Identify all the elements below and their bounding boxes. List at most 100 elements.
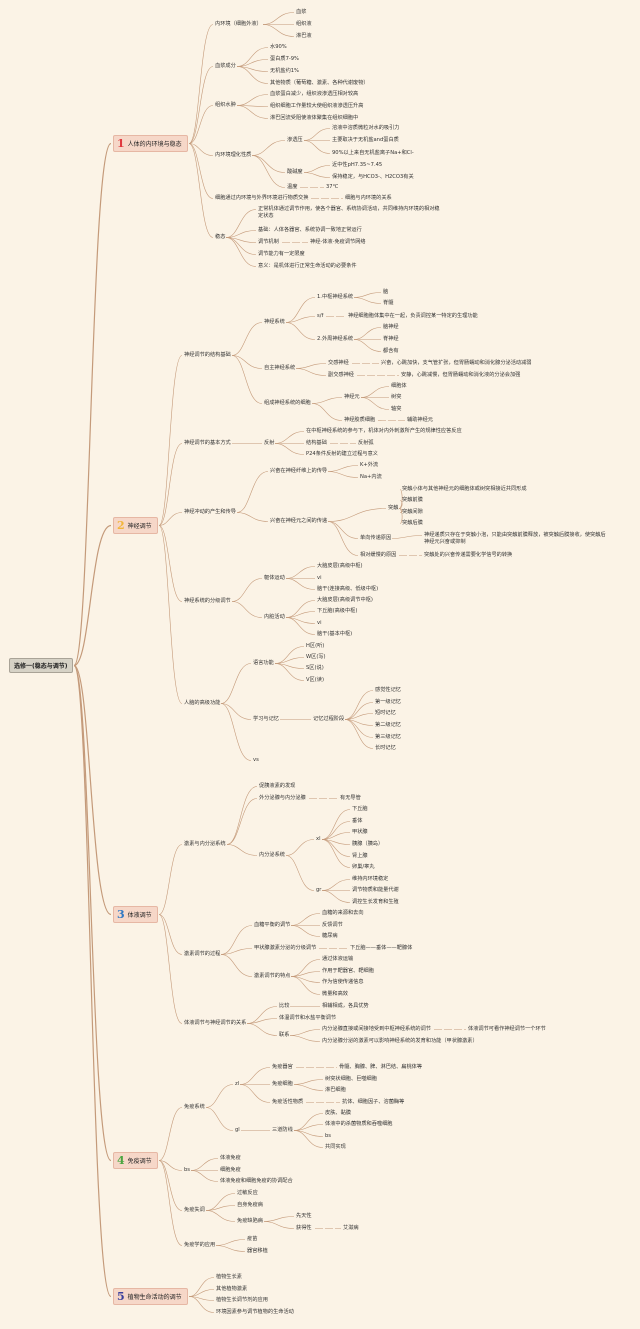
- topic-node[interactable]: K+外流: [360, 461, 379, 468]
- topic-node[interactable]: 蛋白质7-9%: [270, 55, 299, 62]
- topic-node[interactable]: 血浆: [296, 8, 307, 15]
- topic-node[interactable]: 相对缓慢的原因: [360, 551, 397, 558]
- topic-node[interactable]: 免疫缺陷病: [237, 1217, 263, 1224]
- topic-node[interactable]: 保持稳定，与HCO3-、H2CO3有关: [332, 173, 414, 180]
- topic-node[interactable]: 相辅相成，各具优势: [322, 1002, 369, 1009]
- topic-node[interactable]: 躯体运动: [264, 574, 285, 581]
- topic-node[interactable]: 甲状腺: [352, 828, 368, 835]
- topic-node[interactable]: 脊神经: [383, 335, 399, 342]
- topic-node[interactable]: 脑神经: [383, 323, 399, 330]
- topic-node[interactable]: 作为信使传递信息: [322, 978, 364, 985]
- topic-node[interactable]: 糖尿病: [322, 932, 338, 939]
- topic-node[interactable]: bs: [184, 1166, 190, 1173]
- topic-node[interactable]: 都含有: [383, 347, 399, 354]
- topic-node[interactable]: 内分泌系统: [259, 851, 285, 858]
- topic-node[interactable]: 轴突: [391, 405, 402, 412]
- topic-node[interactable]: 定状态: [258, 212, 274, 219]
- topic-node[interactable]: P24条件反射的建立过程与意义: [306, 450, 378, 457]
- topic-node[interactable]: 突触小体与其他神经元的细胞体或树突相接近共同形成: [402, 485, 527, 492]
- topic-node[interactable]: 激素调节的过程: [184, 950, 221, 957]
- topic-node[interactable]: 调节物质和能量代谢: [352, 886, 399, 893]
- topic-node[interactable]: 神经元兴奋或抑制: [424, 538, 466, 545]
- topic-node[interactable]: 先天性: [296, 1212, 312, 1219]
- topic-node[interactable]: 三道防线: [272, 1126, 293, 1133]
- topic-node[interactable]: bs: [325, 1132, 331, 1139]
- topic-node[interactable]: 淋巴液: [296, 32, 312, 39]
- topic-node[interactable]: 无机盐约1%: [270, 67, 299, 74]
- topic-node[interactable]: 通过体液运输: [322, 955, 354, 962]
- topic-node[interactable]: 树突状细胞、巨噬细胞: [325, 1075, 377, 1082]
- topic-node[interactable]: 大脑皮层(高级中枢): [317, 562, 363, 569]
- topic-node[interactable]: 体液调节与神经调节的关系: [184, 1019, 247, 1026]
- topic-node[interactable]: gl: [235, 1126, 240, 1133]
- topic-node[interactable]: 血浆蛋白减少，组织液渗透压相对较高: [270, 90, 359, 97]
- topic-node[interactable]: 内环境（细胞外液）: [215, 20, 262, 27]
- topic-node[interactable]: 2.外周神经系统: [317, 335, 354, 342]
- topic-node[interactable]: 语言功能: [253, 659, 274, 666]
- topic-node[interactable]: 短时记忆: [375, 709, 396, 716]
- topic-node[interactable]: 组成神经系统的细胞: [264, 399, 311, 406]
- topic-node[interactable]: 安静，心跳减慢，但胃肠蠕动和消化液的分泌会加强: [401, 371, 521, 378]
- topic-node[interactable]: 渗透压: [287, 136, 303, 143]
- topic-node[interactable]: 外分泌腺与内分泌腺: [259, 794, 306, 801]
- topic-node[interactable]: 免疫器官: [272, 1063, 293, 1070]
- topic-node[interactable]: 植物生长素: [216, 1273, 242, 1280]
- topic-node[interactable]: 作用于靶器官、靶细胞: [322, 967, 374, 974]
- topic-node[interactable]: 主要取决于无机盐and蛋白质: [332, 136, 399, 143]
- topic-node[interactable]: S区(说): [306, 664, 324, 671]
- topic-node[interactable]: 环境因素参与调节植物的生命活动: [216, 1308, 294, 1315]
- topic-node[interactable]: 体液免疫: [220, 1154, 241, 1161]
- topic-node[interactable]: 内环境理化性质: [215, 151, 252, 158]
- topic-node[interactable]: 神经系统的分级调节: [184, 597, 231, 604]
- chapter-5-node[interactable]: 5 植物生命活动的调节: [113, 1288, 188, 1305]
- topic-node[interactable]: 交感神经: [328, 359, 349, 366]
- topic-node[interactable]: 37℃: [326, 183, 339, 190]
- topic-node[interactable]: 人脑的高级功能: [184, 699, 221, 706]
- topic-node[interactable]: 基础：人体各器官、系统协调一致地正常运行: [258, 226, 362, 233]
- topic-node[interactable]: 艾滋病: [343, 1224, 359, 1231]
- topic-node[interactable]: 微量和高效: [322, 990, 348, 997]
- topic-node[interactable]: 结构基础: [306, 439, 327, 446]
- topic-node[interactable]: 激素调节的特点: [254, 972, 291, 979]
- topic-node[interactable]: 植物生长调节剂的应用: [216, 1296, 268, 1303]
- topic-node[interactable]: 有无导管: [340, 794, 361, 801]
- topic-node[interactable]: 甲状腺激素分泌的分级调节: [254, 944, 317, 951]
- topic-node[interactable]: 自主神经系统: [264, 364, 296, 371]
- topic-node[interactable]: 反馈调节: [322, 921, 343, 928]
- topic-node[interactable]: vi: [317, 619, 322, 626]
- topic-node[interactable]: 神经细胞胞体集中在一起，负责调控某一特定的生理功能: [348, 312, 478, 319]
- topic-node[interactable]: 共同实现: [325, 1143, 346, 1150]
- topic-node[interactable]: 副交感神经: [328, 371, 354, 378]
- topic-node[interactable]: 感觉性记忆: [375, 686, 401, 693]
- topic-node[interactable]: 自身免疫病: [237, 1201, 263, 1208]
- topic-node[interactable]: 胰腺（胰岛）: [352, 840, 384, 847]
- topic-node[interactable]: 突触后膜: [402, 519, 423, 526]
- topic-node[interactable]: 调控生长发育和生殖: [352, 898, 399, 905]
- topic-node[interactable]: 内分泌腺分泌的激素可以影响神经系统的发育和功能（甲状腺激素）: [322, 1037, 478, 1044]
- topic-node[interactable]: 学习与记忆: [253, 715, 279, 722]
- topic-node[interactable]: vs: [253, 756, 259, 763]
- topic-node[interactable]: 神经元: [344, 393, 360, 400]
- topic-node[interactable]: 近中性pH7.35~7.45: [332, 161, 383, 168]
- topic-node[interactable]: 细胞免疫: [220, 1166, 241, 1173]
- topic-node[interactable]: 反射弧: [358, 439, 374, 446]
- topic-node[interactable]: 突触处的兴奋传递需要化学信号的转换: [424, 551, 513, 558]
- topic-node[interactable]: 过敏反应: [237, 1189, 258, 1196]
- topic-node[interactable]: 免疫失调: [184, 1206, 205, 1213]
- topic-node[interactable]: 其他植物激素: [216, 1285, 248, 1292]
- topic-node[interactable]: 兴奋在神经纤维上的传导: [270, 467, 328, 474]
- topic-node[interactable]: 溶液中溶质微粒对水的吸引力: [332, 124, 400, 131]
- topic-node[interactable]: 酸碱度: [287, 168, 303, 175]
- topic-node[interactable]: 调节能力有一定限度: [258, 250, 305, 257]
- topic-node[interactable]: 血糖的来源和去向: [322, 909, 364, 916]
- topic-node[interactable]: 稳态: [215, 233, 226, 240]
- topic-node[interactable]: 其他物质（葡萄糖、激素、各种代谢废物）: [270, 79, 369, 86]
- topic-node[interactable]: 反射: [264, 439, 275, 446]
- topic-node[interactable]: 第二级记忆: [375, 721, 401, 728]
- topic-node[interactable]: 正常机体通过调节作用，使各个器官、系统协调活动，共同维持内环境的相对稳: [258, 205, 440, 212]
- topic-node[interactable]: 骨髓、胸腺、脾、淋巴结、扁桃体等: [339, 1063, 423, 1070]
- topic-node[interactable]: 免疫细胞: [272, 1080, 293, 1087]
- topic-node[interactable]: 细胞与内环境的关系: [345, 194, 392, 201]
- topic-node[interactable]: 神经系统: [264, 318, 285, 325]
- topic-node[interactable]: 下丘脑(高级中枢): [317, 607, 358, 614]
